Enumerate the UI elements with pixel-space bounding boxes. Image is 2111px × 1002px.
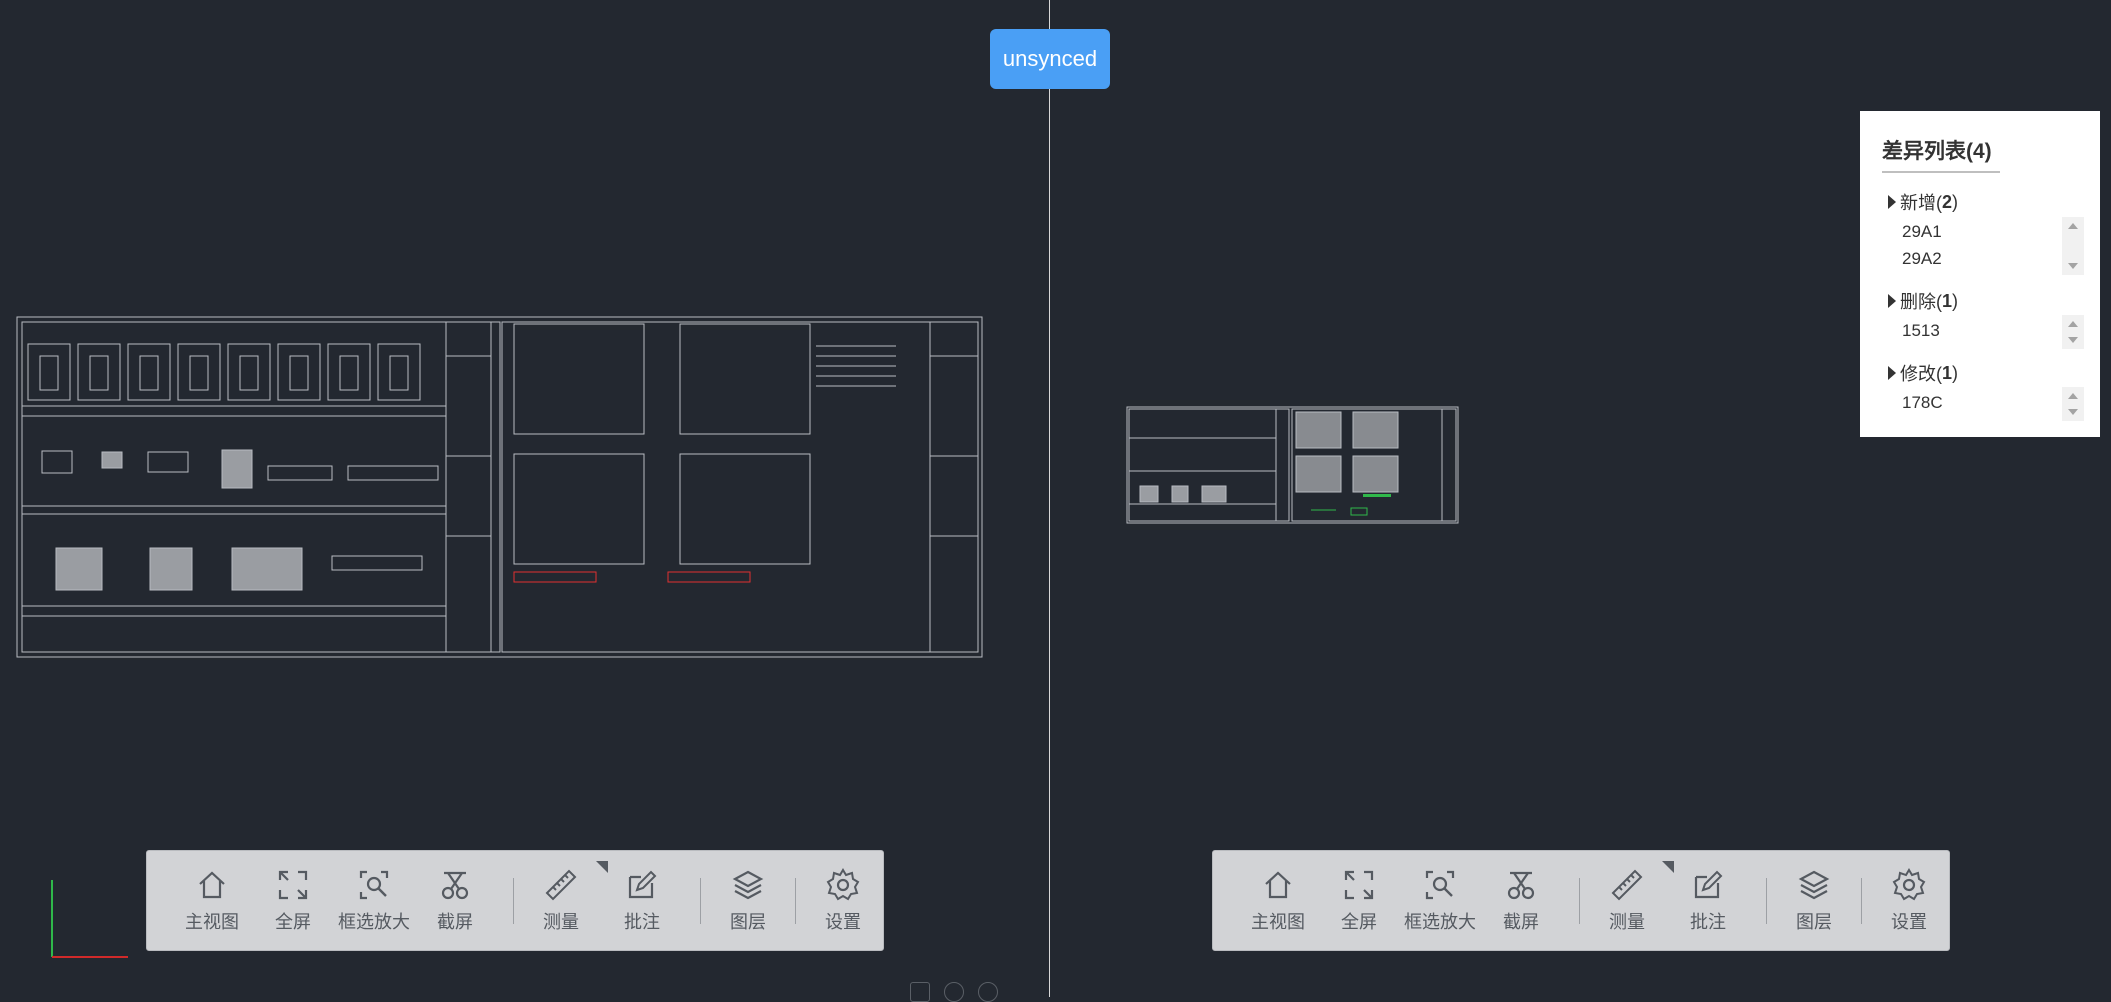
group-label: 修改( bbox=[1900, 364, 1942, 384]
axes-indicator bbox=[51, 880, 128, 958]
left-drawing-viewport[interactable] bbox=[16, 316, 984, 659]
annotate-label: 批注 bbox=[1690, 911, 1726, 933]
group-label: 删除( bbox=[1900, 292, 1942, 312]
home-button[interactable]: 主视图 bbox=[1243, 859, 1313, 943]
annotate-button[interactable]: 批注 bbox=[596, 859, 688, 943]
home-button[interactable]: 主视图 bbox=[177, 859, 247, 943]
list-item[interactable]: 29A1 bbox=[1902, 222, 1942, 241]
submenu-indicator-icon bbox=[1662, 860, 1674, 873]
layers-icon bbox=[1798, 870, 1830, 899]
expand-arrow-icon bbox=[1888, 294, 1896, 308]
group-count: 1 bbox=[1942, 290, 1953, 311]
annotate-label: 批注 bbox=[624, 911, 660, 933]
scroll-down-icon[interactable] bbox=[2068, 337, 2078, 343]
layers-label: 图层 bbox=[1796, 911, 1832, 933]
scroll-up-icon[interactable] bbox=[2068, 393, 2078, 399]
scroll-down-icon[interactable] bbox=[2068, 263, 2078, 269]
annotate-icon bbox=[628, 870, 657, 898]
target-icon bbox=[978, 982, 998, 1002]
screenshot-label: 截屏 bbox=[1503, 911, 1539, 933]
fullscreen-label: 全屏 bbox=[275, 911, 311, 933]
box-zoom-label: 框选放大 bbox=[338, 911, 410, 933]
left-toolbar: 主视图 全屏 框选放大 截屏 测量 批注 图层 设置 bbox=[146, 850, 884, 951]
home-label: 主视图 bbox=[1251, 911, 1305, 933]
group-close: ) bbox=[1952, 191, 1959, 212]
diff-group-modified[interactable]: 修改(1) bbox=[1888, 360, 1958, 386]
deleted-list-scrollbar[interactable] bbox=[2062, 315, 2084, 349]
right-toolbar: 主视图 全屏 框选放大 截屏 测量 批注 图层 设置 bbox=[1212, 850, 1950, 951]
measure-button[interactable]: 测量 bbox=[526, 859, 608, 943]
square-icon bbox=[910, 982, 930, 1002]
ruler-icon bbox=[545, 869, 577, 900]
layers-button[interactable]: 图层 bbox=[713, 859, 783, 943]
settings-label: 设置 bbox=[1891, 911, 1927, 933]
gear-icon bbox=[826, 867, 860, 900]
scissors-icon bbox=[1507, 871, 1535, 899]
left-cad-drawing bbox=[16, 316, 983, 658]
diff-group-deleted[interactable]: 删除(1) bbox=[1888, 288, 1958, 314]
box-zoom-label: 框选放大 bbox=[1404, 911, 1476, 933]
toolbar-separator bbox=[1579, 877, 1580, 924]
fullscreen-label: 全屏 bbox=[1341, 911, 1377, 933]
list-item[interactable]: 29A2 bbox=[1902, 249, 1942, 268]
measure-button[interactable]: 测量 bbox=[1592, 859, 1674, 943]
scroll-up-icon[interactable] bbox=[2068, 321, 2078, 327]
submenu-indicator-icon bbox=[596, 860, 608, 873]
toolbar-separator bbox=[1861, 877, 1862, 924]
screenshot-button[interactable]: 截屏 bbox=[409, 859, 501, 943]
fullscreen-button[interactable]: 全屏 bbox=[247, 859, 339, 943]
fullscreen-icon bbox=[1344, 870, 1374, 899]
toolbar-separator bbox=[1766, 877, 1767, 924]
group-close: ) bbox=[1952, 290, 1959, 311]
diff-list-panel: 差异列表(4) 新增(2) 29A1 29A2 删除(1) 1513 修改(1)… bbox=[1860, 111, 2100, 437]
diff-group-added[interactable]: 新增(2) bbox=[1888, 189, 1958, 215]
measure-label: 测量 bbox=[1609, 911, 1645, 933]
home-icon bbox=[1265, 871, 1291, 898]
screenshot-label: 截屏 bbox=[437, 911, 473, 933]
gear-icon bbox=[1892, 867, 1926, 900]
layers-label: 图层 bbox=[730, 911, 766, 933]
layers-icon bbox=[732, 870, 764, 899]
home-label: 主视图 bbox=[185, 911, 239, 933]
annotate-button[interactable]: 批注 bbox=[1662, 859, 1754, 943]
scroll-down-icon[interactable] bbox=[2068, 409, 2078, 415]
toolbar-separator bbox=[700, 877, 701, 924]
expand-arrow-icon bbox=[1888, 366, 1896, 380]
list-item[interactable]: 1513 bbox=[1902, 321, 1940, 340]
toolbar-separator bbox=[795, 877, 796, 924]
list-item[interactable]: 178C bbox=[1902, 393, 1943, 412]
fullscreen-button[interactable]: 全屏 bbox=[1313, 859, 1405, 943]
info-icon bbox=[944, 982, 964, 1002]
zoom-box-icon bbox=[1425, 870, 1455, 899]
measure-label: 测量 bbox=[543, 911, 579, 933]
right-drawing-viewport[interactable] bbox=[1126, 406, 1459, 525]
group-label: 新增( bbox=[1900, 193, 1942, 213]
diff-list-title: 差异列表(4) bbox=[1882, 135, 2000, 173]
settings-button[interactable]: 设置 bbox=[808, 859, 878, 943]
expand-arrow-icon bbox=[1888, 195, 1896, 209]
added-list-scrollbar[interactable] bbox=[2062, 217, 2084, 275]
settings-label: 设置 bbox=[825, 911, 861, 933]
box-zoom-button[interactable]: 框选放大 bbox=[1404, 859, 1476, 943]
fullscreen-icon bbox=[278, 870, 308, 899]
home-icon bbox=[199, 871, 225, 898]
settings-button[interactable]: 设置 bbox=[1874, 859, 1944, 943]
zoom-box-icon bbox=[359, 870, 389, 899]
ruler-icon bbox=[1611, 869, 1643, 900]
split-divider[interactable] bbox=[1049, 0, 1050, 997]
group-count: 1 bbox=[1942, 362, 1953, 383]
group-close: ) bbox=[1952, 362, 1959, 383]
box-zoom-button[interactable]: 框选放大 bbox=[338, 859, 410, 943]
scroll-up-icon[interactable] bbox=[2068, 223, 2078, 229]
mini-status-icons bbox=[910, 982, 998, 1002]
sync-toggle-button[interactable]: unsynced bbox=[990, 29, 1110, 89]
scissors-icon bbox=[441, 871, 469, 899]
screenshot-button[interactable]: 截屏 bbox=[1475, 859, 1567, 943]
toolbar-separator bbox=[513, 877, 514, 924]
modified-list-scrollbar[interactable] bbox=[2062, 387, 2084, 421]
layers-button[interactable]: 图层 bbox=[1779, 859, 1849, 943]
group-count: 2 bbox=[1942, 191, 1953, 212]
right-cad-drawing bbox=[1126, 406, 1459, 524]
annotate-icon bbox=[1694, 870, 1723, 898]
